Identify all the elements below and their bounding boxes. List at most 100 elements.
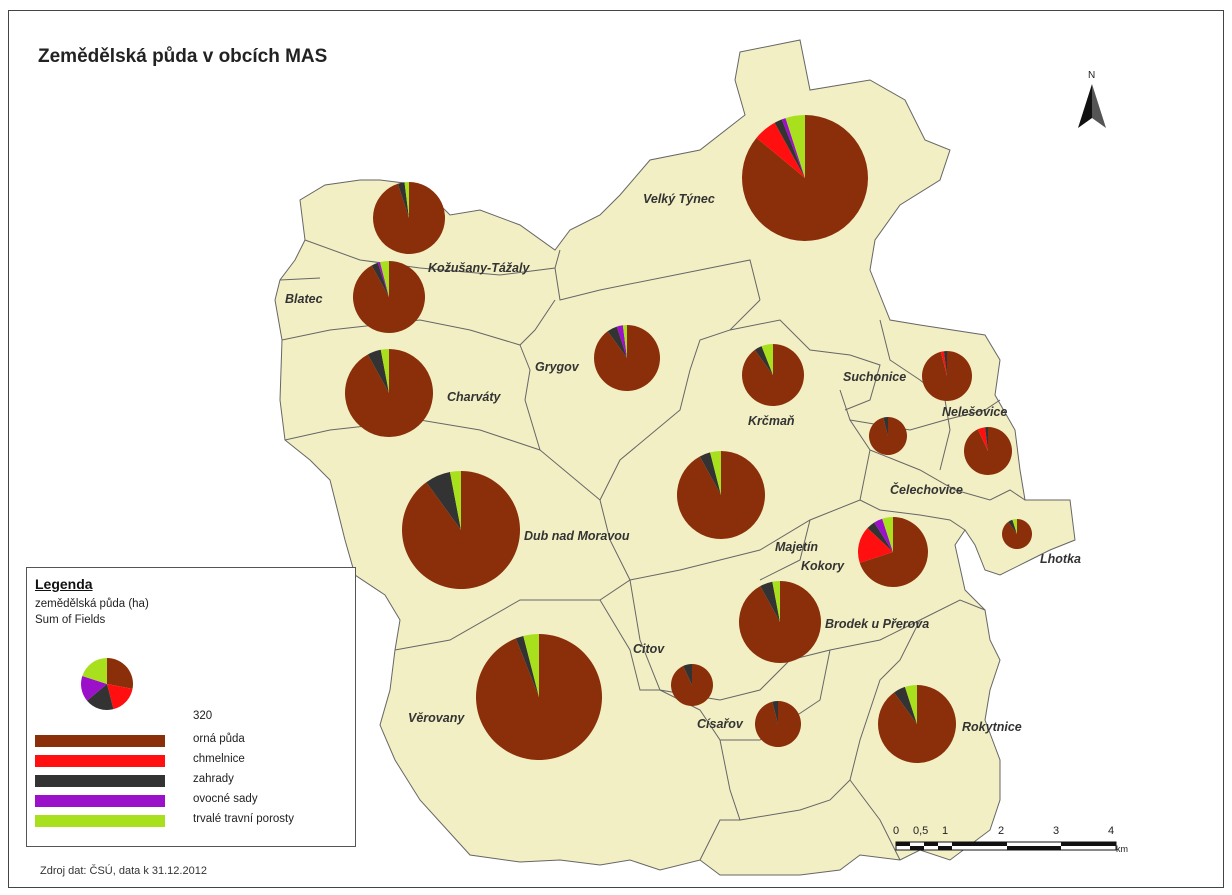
pie-slice (699, 452, 721, 495)
pie-slice (380, 349, 389, 393)
scale-unit: km (1116, 844, 1128, 854)
map-title: Zemědělská půda v obcích MAS (38, 46, 327, 67)
pie-slice (772, 701, 778, 724)
pie-slice (904, 685, 917, 724)
pie-chart (878, 685, 957, 763)
pie-slice (756, 122, 805, 178)
pie-slice (449, 471, 461, 530)
pie-slice (616, 325, 627, 358)
pie-slice (107, 684, 133, 710)
label-nelesovice: Nelešovice (942, 405, 1007, 419)
label-velky-tynec: Velký Týnec (643, 192, 715, 206)
label-kokory: Kokory (801, 559, 845, 573)
north-arrow: N (1078, 70, 1106, 128)
label-charvaty: Charváty (447, 390, 502, 404)
pie-chart (677, 451, 766, 539)
source-note: Zdroj dat: ČSÚ, data k 31.12.2012 (40, 864, 207, 877)
label-lhotka: Lhotka (1040, 552, 1081, 566)
legend-heading: Legenda (35, 576, 93, 592)
pie-slice (107, 658, 133, 689)
pie-chart (1002, 519, 1032, 550)
pie-slice (404, 182, 409, 218)
pie-slice (894, 686, 917, 724)
pie-slice (984, 427, 988, 451)
pie-slice (475, 634, 602, 761)
legend-item: zahrady (35, 772, 345, 790)
label-grygov: Grygov (535, 360, 580, 374)
legend-size-value: 320 (193, 710, 213, 722)
pie-slice (867, 522, 893, 552)
legend-item: chmelnice (35, 752, 345, 770)
pie-slice (397, 182, 409, 218)
pie-slice (882, 517, 893, 552)
pie-chart (475, 634, 602, 761)
legend-pie-chart (81, 658, 133, 710)
label-kozusany-tazaly: Kožušany-Tážaly (428, 261, 530, 275)
scale-bar: 0 0,5 1 2 3 4 km (893, 825, 1128, 854)
legend-swatch (35, 815, 165, 827)
scale-tick-3: 2 (998, 825, 1004, 837)
legend-label: trvalé travní porosty (193, 813, 294, 825)
scale-tick-5: 4 (1108, 825, 1114, 837)
pie-chart (922, 351, 972, 401)
label-celechovice: Čelechovice (890, 482, 963, 497)
north-label: N (1088, 70, 1095, 81)
pie-slice (1008, 519, 1017, 534)
scale-tick-0: 0 (893, 825, 899, 837)
legend-label: ovocné sady (193, 793, 258, 805)
legend-swatch (35, 735, 165, 747)
pie-slice (878, 685, 957, 763)
legend-label: chmelnice (193, 753, 245, 765)
pie-slice (81, 675, 107, 701)
pie-chart (742, 115, 869, 241)
pie-slice (1012, 519, 1017, 534)
pie-slice (683, 664, 692, 685)
pie-chart (964, 427, 1013, 475)
pie-slice (754, 346, 773, 375)
pie-slice (943, 351, 947, 376)
pie-slice (1002, 519, 1032, 550)
label-majetin: Majetín (775, 540, 818, 554)
pie-slice (964, 427, 1013, 475)
pie-slice (380, 261, 389, 297)
pie-slice (977, 427, 988, 451)
label-krcman: Krčmaň (748, 414, 795, 428)
pie-slice (772, 581, 780, 622)
pie-slice (607, 326, 627, 358)
legend-line2: Sum of Fields (35, 614, 106, 626)
legend-item: ovocné sady (35, 792, 345, 810)
pie-slice (515, 635, 539, 697)
pie-chart (671, 664, 714, 706)
legend-sample-pie (81, 658, 133, 710)
pie-slice (761, 343, 773, 375)
pie-chart (738, 581, 821, 663)
pie-chart (353, 261, 426, 333)
legend-swatch (35, 755, 165, 767)
pie-slice (377, 262, 389, 297)
pie-slice (371, 262, 389, 297)
pie-slice (738, 581, 821, 663)
pie-slice (82, 658, 107, 684)
pie-slice (367, 349, 389, 393)
pie-slice (671, 664, 714, 706)
pie-slice (741, 344, 804, 407)
pie-slice (523, 634, 539, 697)
pie-slice (372, 182, 445, 255)
legend-swatch (35, 775, 165, 787)
pie-slice (426, 472, 461, 530)
label-blatec: Blatec (285, 292, 323, 306)
legend-line1: zemědělská půda (ha) (35, 598, 149, 610)
label-suchonice: Suchonice (843, 370, 906, 384)
legend-label: zahrady (193, 773, 234, 785)
label-citov: Citov (633, 642, 665, 656)
scale-tick-4: 3 (1053, 825, 1059, 837)
legend-item: trvalé travní porosty (35, 812, 345, 830)
pie-slice (940, 351, 947, 376)
pie-slice (622, 325, 627, 358)
pie-chart (402, 471, 520, 590)
pie-chart (372, 182, 445, 255)
pie-slice (353, 261, 426, 333)
mas-territory (274, 39, 1076, 876)
